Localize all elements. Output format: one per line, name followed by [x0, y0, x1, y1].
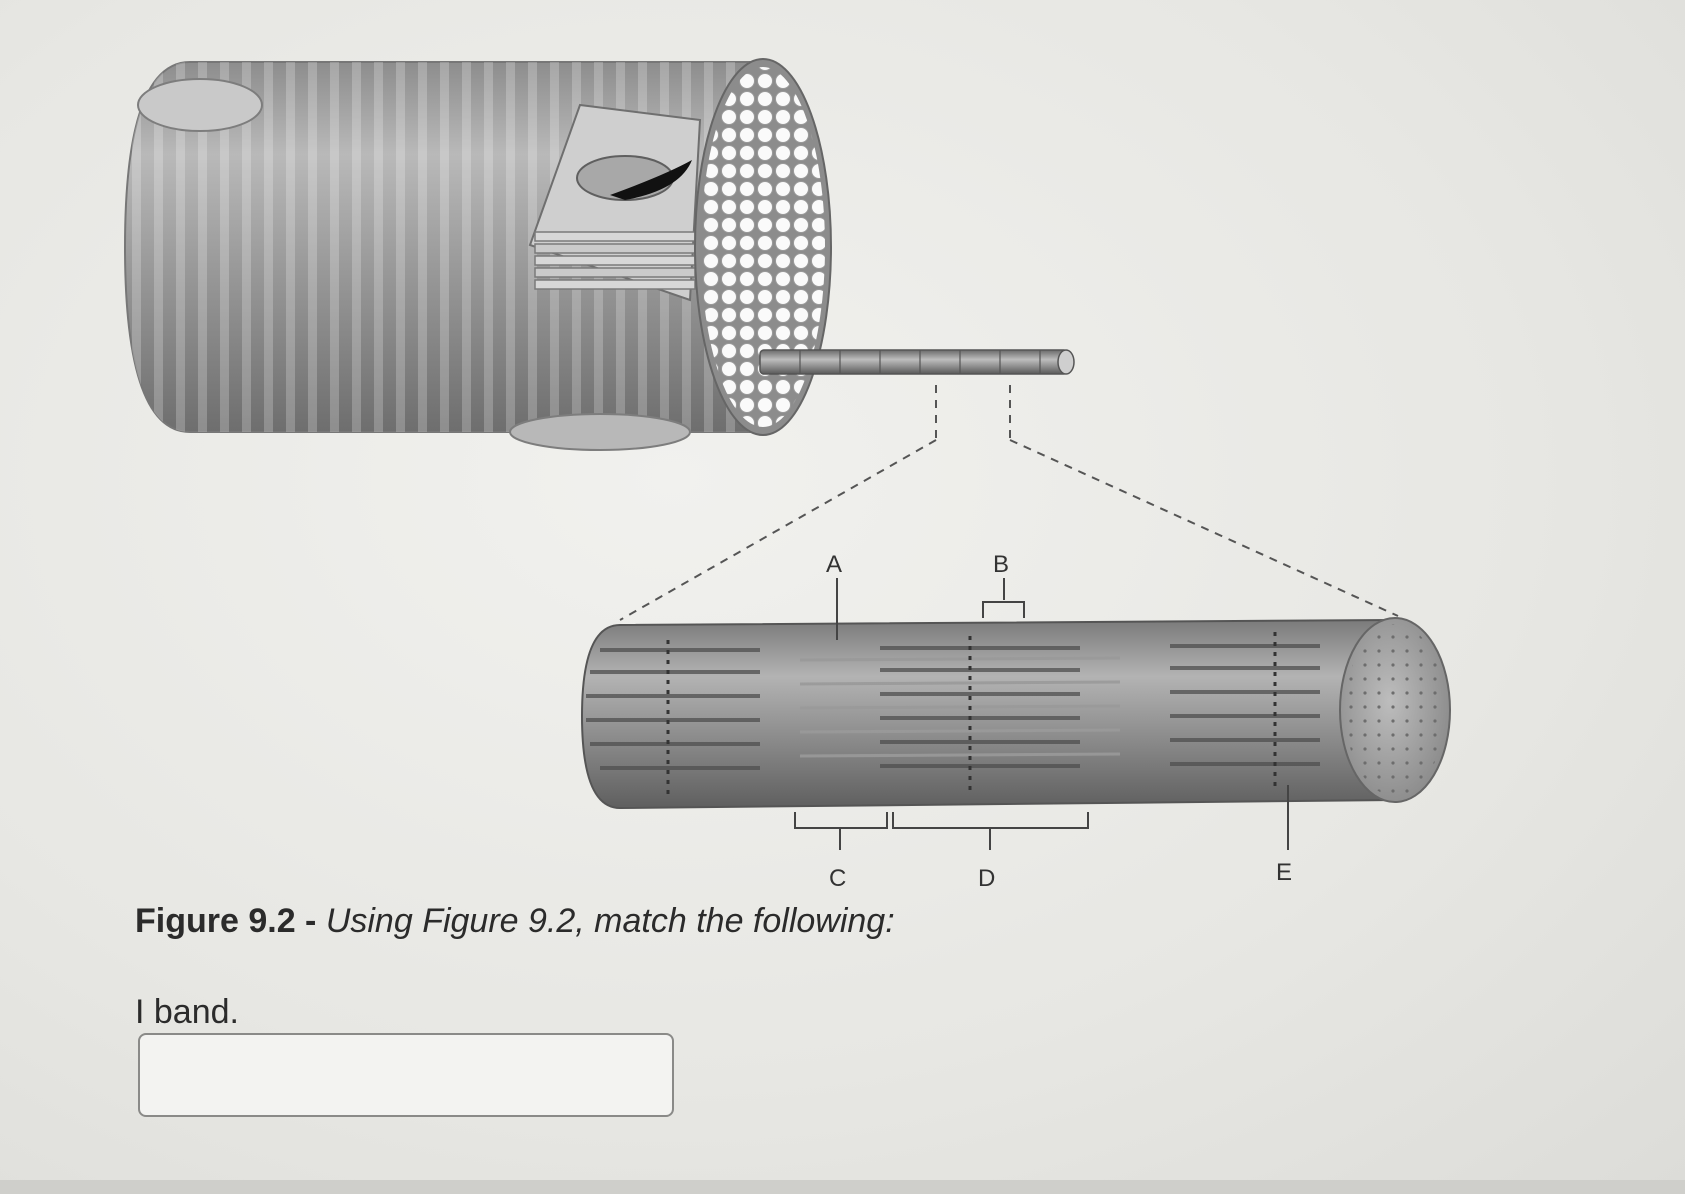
caption-separator: -: [295, 902, 326, 940]
label-d: D: [978, 865, 995, 892]
zoom-guide-lines: [619, 385, 1399, 621]
label-e: E: [1276, 859, 1292, 886]
muscle-fiber-illustration: [123, 58, 1075, 451]
myofibril-illustration: [580, 617, 1451, 810]
figure-caption: Figure 9.2 - Using Figure 9.2, match the…: [135, 902, 895, 941]
question-label: I band.: [135, 993, 239, 1031]
answer-input[interactable]: [138, 1033, 674, 1117]
label-b: B: [993, 551, 1009, 578]
caption-instruction: Using Figure 9.2, match the following:: [325, 902, 895, 940]
figure-reference: Figure 9.2: [135, 902, 296, 940]
label-a: A: [826, 551, 842, 578]
bottom-edge: [0, 1180, 1685, 1194]
label-c: C: [829, 865, 846, 892]
label-leaders: [794, 578, 1289, 850]
